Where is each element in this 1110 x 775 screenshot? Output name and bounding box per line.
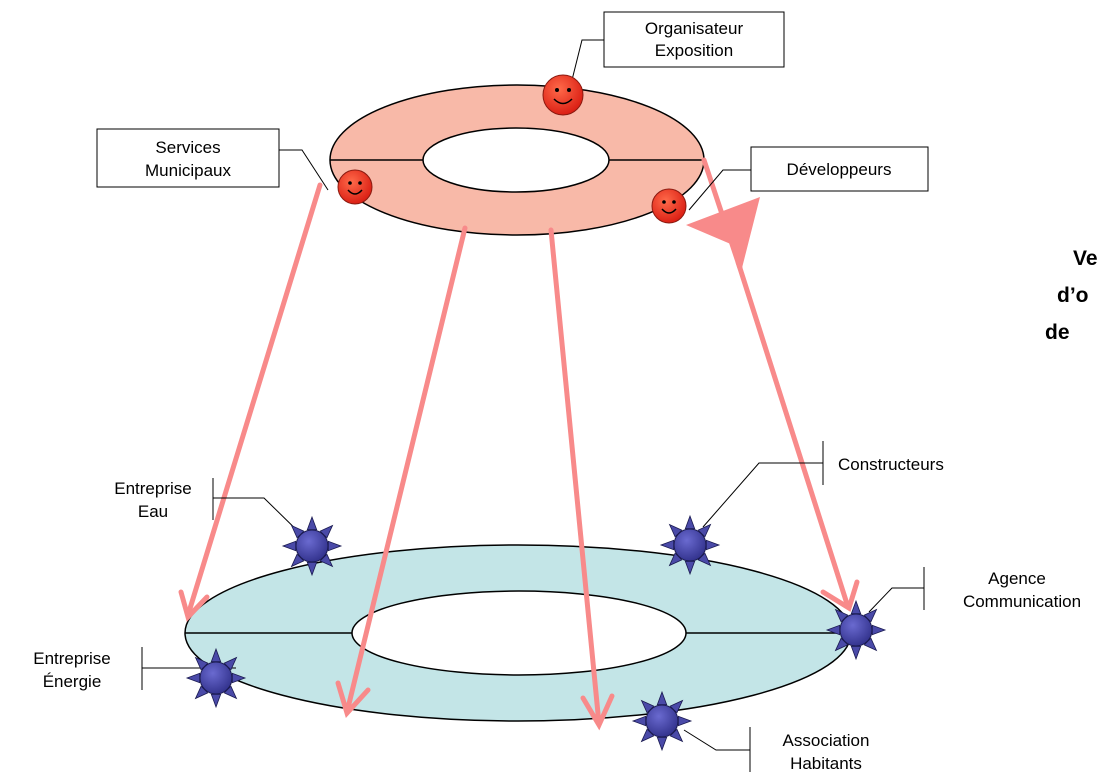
side-text-line2: d’o <box>1057 284 1089 307</box>
side-text-line1: Ve <box>1073 247 1098 270</box>
agence-line1: Agence <box>988 569 1046 588</box>
side-text-line3: de <box>1045 321 1070 344</box>
agence-line2: Communication <box>963 592 1081 611</box>
star-node-icon <box>631 690 693 752</box>
association-line1: Association <box>783 731 870 750</box>
organisateur-label-box <box>603 11 785 68</box>
arrow-2 <box>335 225 468 718</box>
smiley-icon <box>542 74 584 116</box>
services-label-box <box>96 128 280 188</box>
top-ring <box>329 84 705 236</box>
smiley-icon <box>337 169 373 205</box>
star-node-icon <box>659 514 721 576</box>
association-line2: Habitants <box>790 754 862 773</box>
constructeurs-label: Constructeurs <box>838 455 944 474</box>
arrow-3 <box>548 227 615 731</box>
organisateur-line1: Organisateur <box>645 19 744 38</box>
services-line1: Services <box>155 138 220 157</box>
bottom-ring <box>184 544 852 722</box>
entreprise-energie-line1: Entreprise <box>33 649 110 668</box>
star-node-icon <box>825 599 887 661</box>
star-node-icon <box>281 515 343 577</box>
entreprise-eau-line1: Entreprise <box>114 479 191 498</box>
smiley-icon <box>651 188 687 224</box>
developpeurs-label-box <box>750 146 929 192</box>
developpeurs-label: Développeurs <box>787 160 892 179</box>
star-node-icon <box>185 647 247 709</box>
bottom-stakeholder-nodes <box>185 514 887 752</box>
entreprise-eau-line2: Eau <box>138 502 168 521</box>
entreprise-energie-line2: Énergie <box>43 672 102 691</box>
arrows <box>178 157 860 731</box>
arrow-1 <box>178 182 323 622</box>
organisateur-line2: Exposition <box>655 41 733 60</box>
services-line2: Municipaux <box>145 161 231 180</box>
arrowhead-large <box>686 197 760 268</box>
